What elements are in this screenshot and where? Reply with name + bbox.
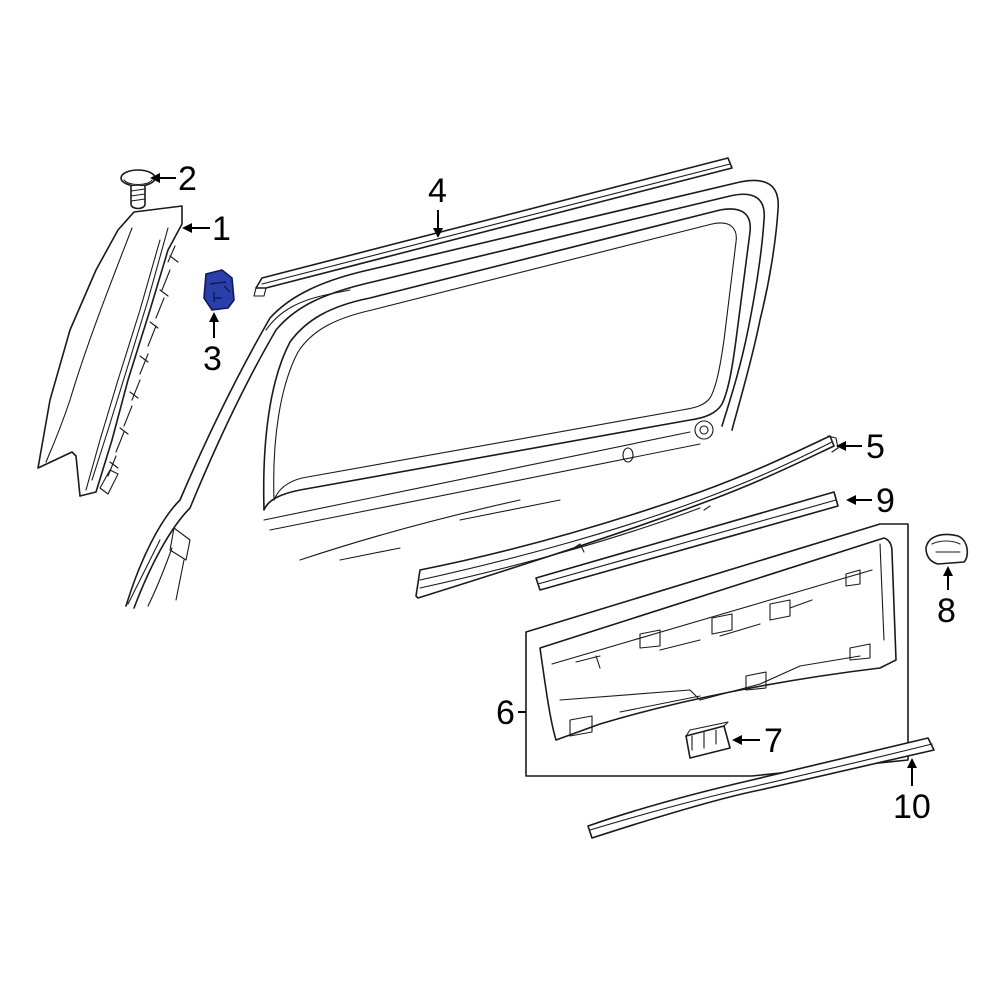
part-9-inner-molding[interactable] bbox=[535, 491, 839, 591]
part-8-cap[interactable] bbox=[925, 533, 969, 565]
part-1-pillar-garnish[interactable] bbox=[37, 205, 183, 497]
callout-4: 4 bbox=[428, 172, 447, 210]
callout-9: 9 bbox=[876, 482, 895, 520]
part-7-clip[interactable] bbox=[685, 721, 731, 759]
part-6-trim-panel[interactable] bbox=[525, 523, 909, 777]
callout-2: 2 bbox=[178, 160, 197, 198]
callout-8: 8 bbox=[937, 592, 956, 630]
part-5-belt-molding[interactable] bbox=[415, 435, 839, 599]
part-10-rocker-molding[interactable] bbox=[587, 737, 935, 839]
part-4-weatherstrip[interactable] bbox=[253, 157, 733, 297]
callout-1: 1 bbox=[212, 210, 231, 248]
callout-3: 3 bbox=[203, 340, 222, 378]
leader-lines bbox=[150, 173, 953, 786]
part-3-fill bbox=[203, 269, 235, 311]
callout-10: 10 bbox=[893, 788, 931, 826]
callout-7: 7 bbox=[764, 722, 783, 760]
callout-6: 6 bbox=[496, 694, 515, 732]
part-3-bracket[interactable] bbox=[203, 269, 235, 311]
vehicle-body-frame bbox=[125, 179, 780, 609]
part-2-clip[interactable] bbox=[120, 169, 156, 210]
callout-labels: 1 2 3 4 5 6 7 8 9 10 bbox=[178, 160, 956, 826]
callout-5: 5 bbox=[866, 428, 885, 466]
